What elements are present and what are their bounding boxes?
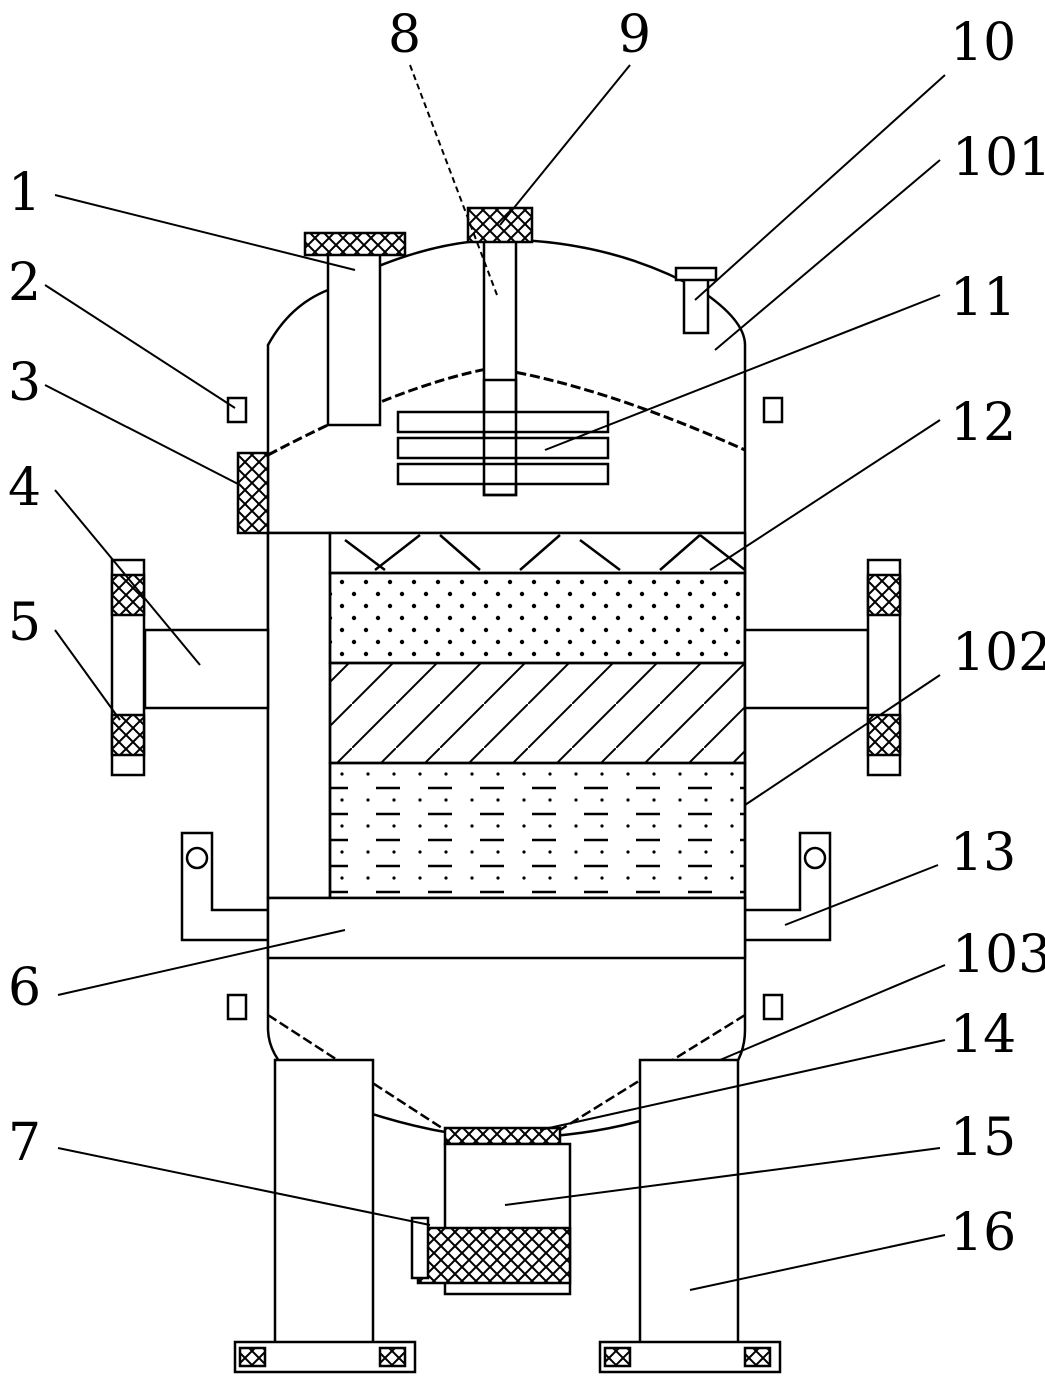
callout-15: 15 (950, 1108, 1016, 1168)
callout-11: 11 (950, 268, 1016, 328)
left-port (143, 628, 270, 710)
clamp-left-top (226, 396, 248, 424)
level-gauge (236, 451, 270, 535)
drain-valve (410, 1216, 430, 1280)
callout-7: 7 (8, 1113, 41, 1173)
clamp-right-bottom (762, 993, 784, 1021)
callout-3: 3 (8, 353, 41, 413)
agitator-blade-2 (396, 436, 610, 460)
callout-1: 1 (8, 163, 41, 223)
filter-layer-gravel (328, 761, 747, 900)
clamp-left-bottom (226, 993, 248, 1021)
callout-103: 103 (952, 925, 1045, 985)
callout-101: 101 (952, 128, 1045, 188)
callout-2: 2 (8, 253, 41, 313)
callout-labels: 1 2 3 4 5 6 7 8 9 10 101 11 12 102 13 10… (8, 5, 1045, 1263)
right-tray (745, 831, 832, 942)
bottom-channel (266, 896, 747, 960)
left-tray (180, 831, 268, 942)
right-port (743, 628, 870, 710)
agitator-blade-1 (396, 410, 610, 434)
callout-14: 14 (950, 1005, 1016, 1065)
filter-layer-carbon (328, 661, 747, 765)
central-tube (266, 531, 332, 900)
callout-5: 5 (8, 593, 41, 653)
inlet-pipe (326, 243, 382, 427)
leader-lines (44, 64, 946, 1291)
callout-13: 13 (950, 823, 1016, 883)
clamp-right-top (762, 396, 784, 424)
callout-16: 16 (950, 1203, 1016, 1263)
vent-cap (674, 266, 718, 282)
agitator-blade-3 (396, 462, 610, 486)
callout-4: 4 (8, 458, 41, 518)
inlet-cap (303, 231, 407, 257)
callout-9: 9 (618, 5, 651, 65)
callout-6: 6 (8, 958, 41, 1018)
outlet-base (416, 1226, 572, 1285)
filter-layer-sand (328, 571, 747, 665)
filter-layer-top (328, 531, 747, 575)
callout-10: 10 (950, 13, 1016, 73)
motor-cap (466, 206, 534, 244)
callout-12: 12 (950, 393, 1016, 453)
callout-102: 102 (952, 623, 1045, 683)
right-leg (638, 1058, 740, 1347)
callout-8: 8 (388, 5, 421, 65)
vent-pipe (682, 276, 710, 335)
